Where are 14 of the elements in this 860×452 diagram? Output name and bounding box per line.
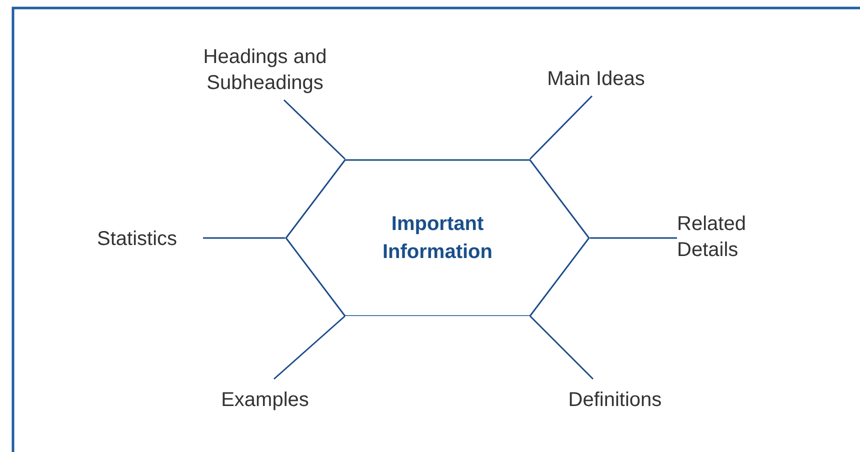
topic-label: Main Ideas (547, 67, 645, 92)
connector-line (590, 237, 677, 239)
topic-label: Definitions (568, 388, 662, 413)
hexagon (285, 159, 590, 316)
topic-label: Examples (221, 388, 309, 413)
topic-label: Headings and Subheadings (202, 45, 328, 96)
connector-line (283, 99, 346, 160)
topic-label: Related Details (677, 212, 747, 263)
topic-label: Statistics (97, 227, 178, 252)
center-label: Important Information (382, 212, 494, 264)
connector-line (529, 315, 594, 380)
connector-line (203, 237, 285, 239)
connector-line (274, 315, 346, 380)
connector-line (529, 95, 593, 160)
